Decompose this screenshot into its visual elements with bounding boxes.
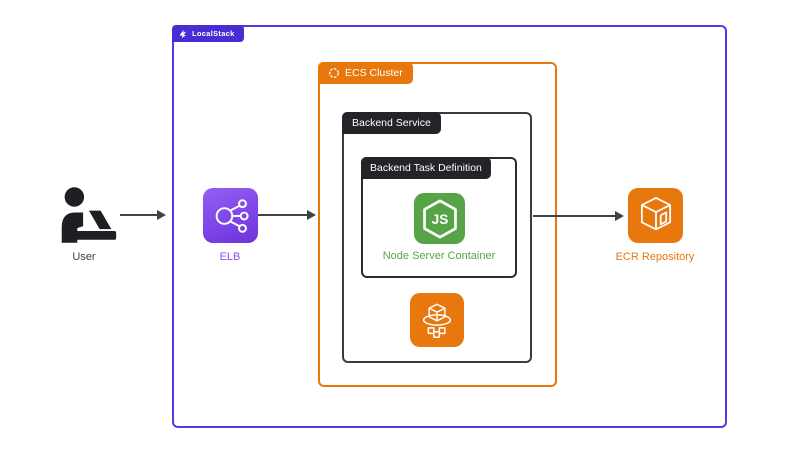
person-at-laptop-icon — [52, 186, 122, 243]
node-server-container-label: Node Server Container — [382, 250, 496, 262]
backend-task-definition-tab-label: Backend Task Definition — [370, 162, 482, 174]
ecs-cluster-box — [318, 62, 557, 387]
load-balancer-network-icon — [215, 198, 249, 233]
user-label: User — [72, 251, 96, 263]
nodejs-js-letters: JS — [431, 212, 448, 227]
localstack-container-box — [172, 25, 727, 428]
ecs-cluster-tab-label: ECS Cluster — [345, 67, 403, 79]
arrow-backend-service-to-ecr — [533, 211, 624, 221]
arrow-user-to-elb — [120, 210, 166, 220]
backend-task-definition-tab: Backend Task Definition — [361, 157, 491, 179]
arrow-elb-to-ecs-cluster — [258, 210, 316, 220]
backend-service-tab: Backend Service — [342, 112, 441, 134]
backend-service-tab-label: Backend Service — [352, 117, 431, 129]
localstack-tab-label: LocalStack — [192, 29, 235, 38]
localstack-logo-icon — [178, 29, 188, 39]
ecs-cluster-tab: ECS Cluster — [318, 62, 413, 84]
ecs-cluster-circle-icon — [328, 67, 340, 79]
ecs-service-icon — [410, 293, 464, 347]
ecr-repository-label: ECR Repository — [615, 251, 695, 263]
elb-label: ELB — [219, 251, 241, 263]
localstack-tab: LocalStack — [172, 25, 244, 42]
elb-icon — [203, 188, 258, 243]
nodejs-icon: JS — [414, 193, 465, 244]
ecr-icon — [628, 188, 683, 243]
